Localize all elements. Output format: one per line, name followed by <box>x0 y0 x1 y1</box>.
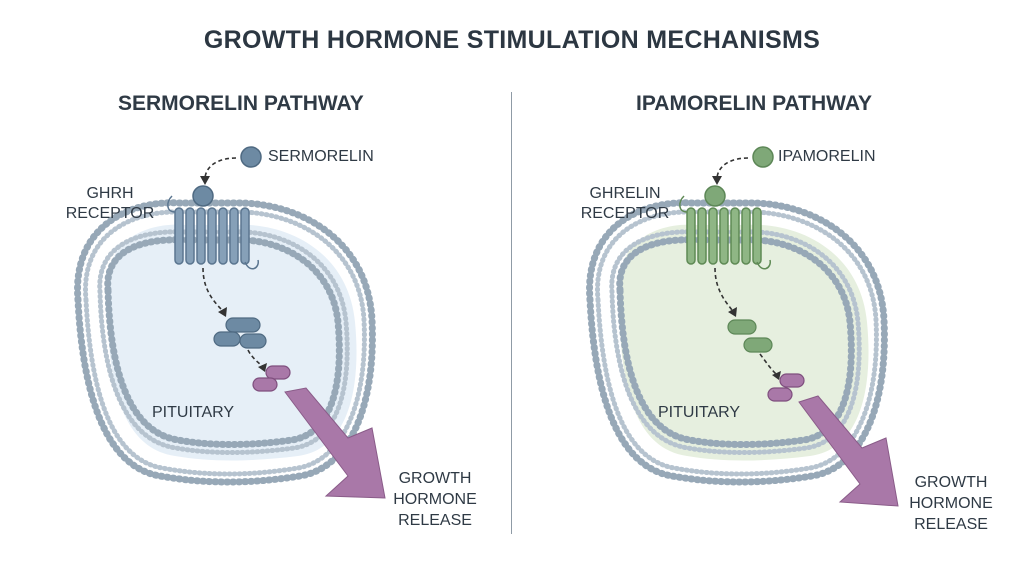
release-label-line-2: HORMONE <box>393 491 477 508</box>
ipamorelin-binding-arrowhead <box>712 176 722 185</box>
release-label-line-3: RELEASE <box>398 512 472 529</box>
ipamorelin-signal-arrowhead-2 <box>772 371 781 380</box>
ipamorelin-signal-arrowhead-1 <box>728 307 737 317</box>
ipamorelin-signal-arrow-2 <box>759 353 777 375</box>
sermorelin-release-arrow <box>284 387 386 499</box>
release-label-line-1: GROWTH <box>914 474 988 491</box>
release-label-line-1: GROWTH <box>398 470 472 487</box>
ipamorelin-release-arrow <box>798 395 899 507</box>
ipamorelin-effector-icon <box>767 373 805 402</box>
ipamorelin-panel: IPAMORELIN PATHWAY IPAMORELIN GHRELIN RE… <box>512 0 1024 572</box>
panel-divider <box>511 92 512 534</box>
sermorelin-bound-molecule <box>192 185 214 207</box>
ipamorelin-pathway-title: IPAMORELIN PATHWAY <box>636 92 873 115</box>
receptor-label-line-1: GHRH <box>86 185 134 202</box>
ghrh-receptor-icon <box>167 195 259 270</box>
ghrelin-receptor-label: GHRELIN RECEPTOR <box>570 184 680 224</box>
sermorelin-cell-label: PITUITARY <box>152 404 235 421</box>
sermorelin-signal-arrow-2 <box>247 349 263 367</box>
release-label-line-3: RELEASE <box>914 516 988 533</box>
sermorelin-molecule-icon <box>240 146 262 168</box>
sermorelin-ligand-label: SERMORELIN <box>268 148 374 165</box>
ipamorelin-cell-illustration <box>586 146 899 507</box>
receptor-label-line-2: RECEPTOR <box>580 205 670 222</box>
ghrelin-receptor-icon <box>679 195 771 270</box>
sermorelin-second-messenger-icon <box>213 317 267 349</box>
release-label-line-2: HORMONE <box>909 495 993 512</box>
sermorelin-effector-icon <box>252 365 291 392</box>
sermorelin-pathway-title: SERMORELIN PATHWAY <box>118 92 364 115</box>
diagram-title: GROWTH HORMONE STIMULATION MECHANISMS <box>203 26 821 54</box>
sermorelin-cell-illustration <box>74 146 386 499</box>
sermorelin-panel: SERMORELIN PATHWAY SERMORELIN GHRH RECEP… <box>60 92 490 531</box>
ipamorelin-ligand-label: IPAMORELIN <box>778 148 876 165</box>
sermorelin-signal-arrowhead-1 <box>218 307 227 317</box>
ipamorelin-binding-arrow <box>716 157 749 179</box>
ghrh-receptor-label: GHRH RECEPTOR <box>60 184 160 224</box>
sermorelin-binding-arrowhead <box>200 176 210 185</box>
ipamorelin-bound-molecule <box>704 185 726 207</box>
sermorelin-signal-arrowhead-2 <box>258 363 267 372</box>
sermorelin-binding-arrow <box>204 157 237 179</box>
receptor-label-line-1: GHRELIN <box>589 185 661 202</box>
receptor-label-line-2: RECEPTOR <box>65 205 155 222</box>
ipamorelin-signal-arrow-1 <box>714 267 733 311</box>
sermorelin-signal-arrow-1 <box>202 267 223 311</box>
ipamorelin-molecule-icon <box>752 146 774 168</box>
ipamorelin-cell-label: PITUITARY <box>658 404 741 421</box>
sermorelin-release-label: GROWTH HORMONE RELEASE <box>380 468 490 531</box>
ipamorelin-second-messenger-icon <box>727 319 773 353</box>
ipamorelin-release-label: GROWTH HORMONE RELEASE <box>896 472 1006 535</box>
